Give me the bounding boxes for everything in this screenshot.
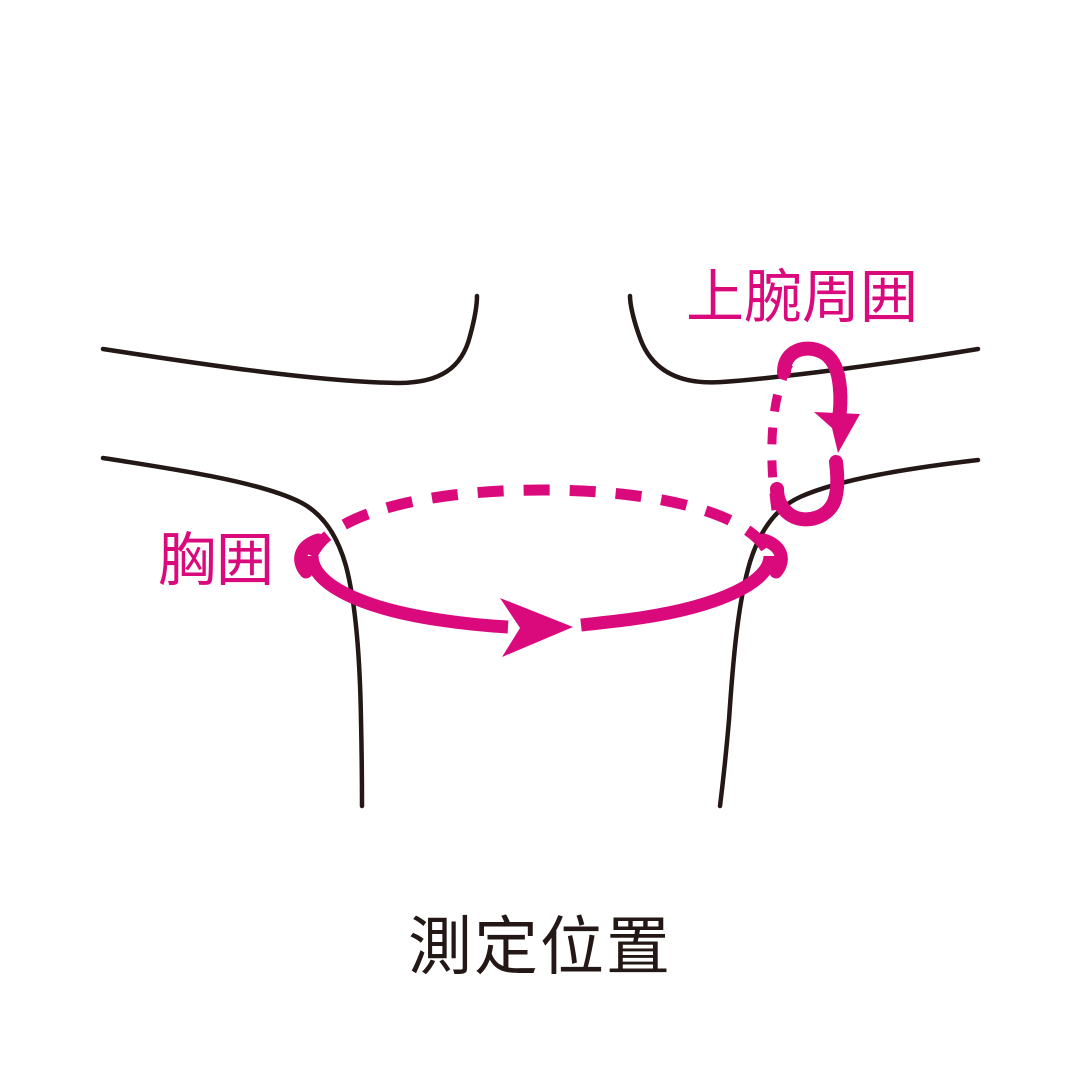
label-upper-arm-circumference: 上腕周囲 — [686, 263, 919, 331]
label-chest-circumference: 胸囲 — [158, 526, 275, 594]
arm-loop-bottom-solid — [770, 455, 845, 527]
upper-arm-circumference-annotation — [767, 341, 860, 527]
arm-loop-top-solid — [777, 341, 847, 397]
chest-loop-front-solid-left — [305, 555, 509, 634]
right-arm-bottom-edge-and-torso-side — [717, 457, 981, 809]
chest-loop-left-cap — [294, 533, 325, 579]
body-outline-group — [100, 293, 981, 809]
left-arm-top-edge — [100, 293, 480, 386]
arm-loop-arrowhead — [814, 412, 860, 453]
figure-caption: 測定位置 — [408, 911, 672, 985]
chest-circumference-annotation — [294, 484, 788, 657]
right-arm-top-edge — [627, 293, 981, 385]
left-arm-bottom-edge-and-torso-side — [100, 455, 365, 809]
chest-loop-back-dashed — [306, 484, 776, 559]
chest-loop-arrowhead — [500, 598, 573, 657]
chest-loop-front-solid-right — [580, 555, 777, 632]
chest-loop-right-cap — [757, 533, 788, 579]
